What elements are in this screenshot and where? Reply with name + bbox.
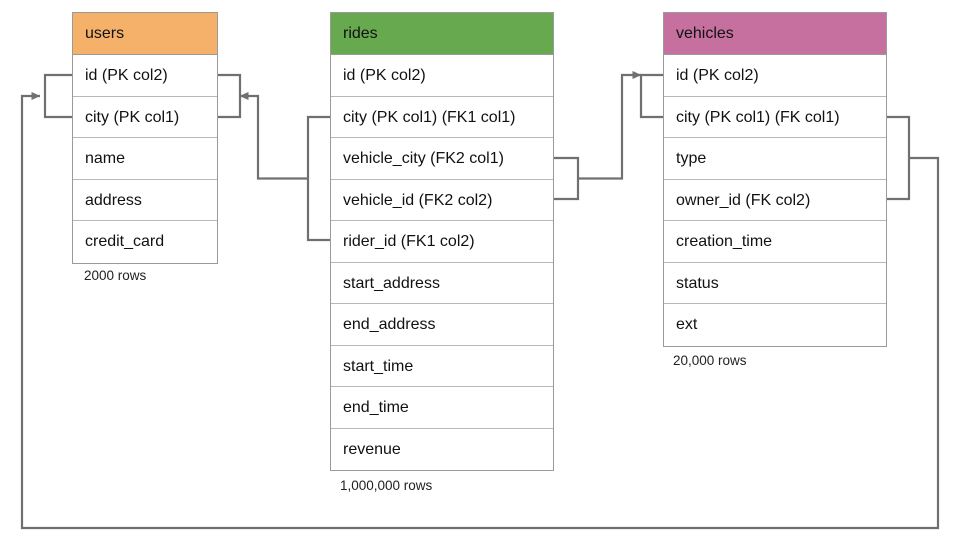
column-vehicles-id[interactable]: id (PK col2) [664, 55, 886, 97]
column-vehicles-city[interactable]: city (PK col1) (FK col1) [664, 97, 886, 138]
column-rides-revenue[interactable]: revenue [343, 440, 401, 458]
column-rides-city[interactable]: city (PK col1) (FK1 col1) [331, 97, 553, 138]
connector-fk1-rides-to-users [218, 73, 330, 242]
column-rides-vehicle-id[interactable]: vehicle_id (FK2 col2) [331, 180, 553, 221]
table-users[interactable]: users id (PK col2) city (PK col1) name a… [72, 12, 218, 264]
table-rides-columns: id (PK col2) city (PK col1) (FK1 col1) v… [330, 54, 554, 471]
column-users-name[interactable]: name [73, 138, 217, 180]
table-vehicles-row-count: 20,000 rows [673, 353, 747, 368]
table-users-row-count: 2000 rows [84, 268, 147, 283]
table-vehicles[interactable]: vehicles id (PK col2) city (PK col1) (FK… [663, 12, 887, 347]
column-rides-id[interactable]: id (PK col2) [331, 55, 553, 97]
connector-fk2-rides-to-vehicles [554, 71, 663, 201]
column-vehicles-status[interactable]: status [664, 263, 886, 304]
column-users-city[interactable]: city (PK col1) [73, 97, 217, 138]
column-rides-start-time[interactable]: start_time [331, 346, 553, 387]
column-rides-end-address[interactable]: end_address [331, 304, 553, 346]
column-vehicles-owner-id[interactable]: owner_id (FK col2) [664, 180, 886, 221]
table-users-columns: id (PK col2) city (PK col1) name address… [72, 54, 218, 264]
column-rides-end-time[interactable]: end_time [331, 387, 553, 429]
table-rides-row-count: 1,000,000 rows [340, 478, 433, 493]
column-vehicles-creation-time[interactable]: creation_time [664, 221, 886, 263]
column-users-credit-card[interactable]: credit_card [85, 233, 165, 250]
table-users-header: users [72, 12, 218, 54]
column-vehicles-ext[interactable]: ext [676, 316, 698, 333]
table-vehicles-header: vehicles [663, 12, 887, 54]
table-rides[interactable]: rides id (PK col2) city (PK col1) (FK1 c… [330, 12, 554, 471]
table-vehicles-columns: id (PK col2) city (PK col1) (FK col1) ty… [663, 54, 887, 347]
table-rides-header: rides [330, 12, 554, 54]
column-users-address[interactable]: address [73, 180, 217, 221]
column-vehicles-type[interactable]: type [664, 138, 886, 180]
column-users-id[interactable]: id (PK col2) [73, 55, 217, 97]
column-rides-start-address[interactable]: start_address [331, 263, 553, 304]
column-rides-vehicle-city[interactable]: vehicle_city (FK2 col1) [331, 138, 553, 180]
column-rides-rider-id[interactable]: rider_id (FK1 col2) [331, 221, 553, 263]
